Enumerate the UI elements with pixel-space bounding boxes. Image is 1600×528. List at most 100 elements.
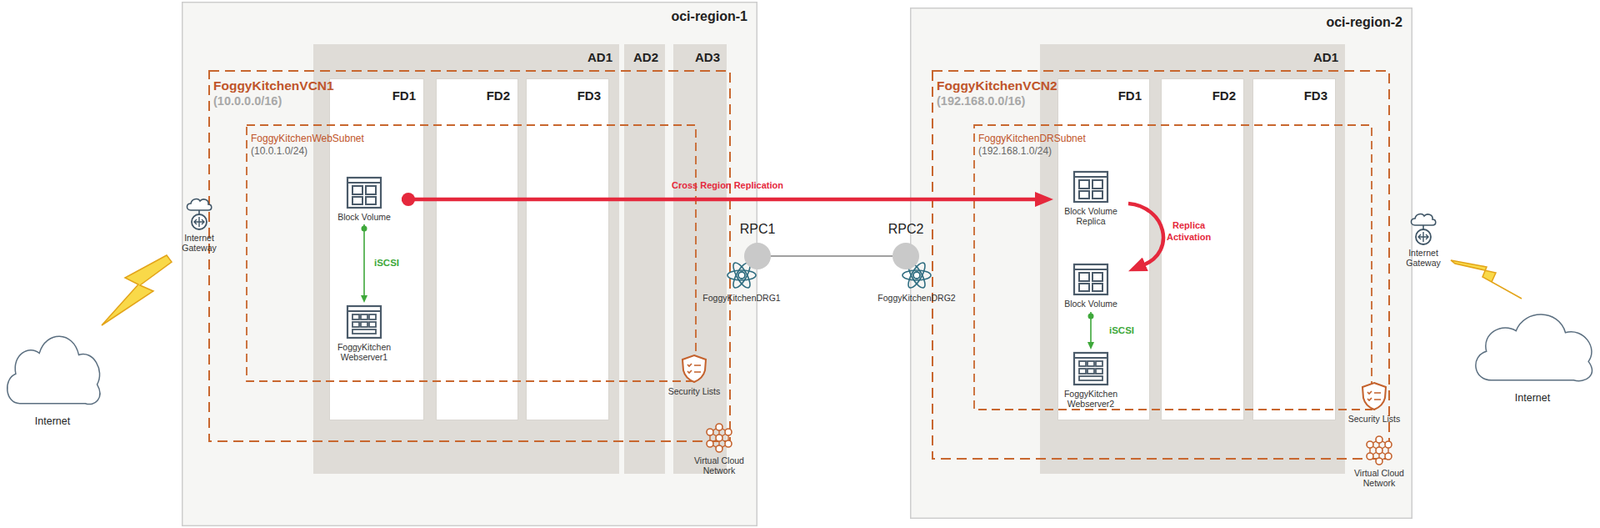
fault-domain: FD2	[1160, 78, 1245, 420]
ad-label: AD3	[695, 50, 720, 65]
region-title: oci-region-2	[1325, 15, 1403, 30]
internet-gateway: Internet Gateway	[1402, 210, 1445, 265]
webserver-icon	[1072, 350, 1110, 386]
icon-part	[1385, 440, 1392, 448]
ad-label: AD1	[587, 50, 613, 65]
icon-part	[352, 314, 360, 320]
icon-part	[1074, 356, 1108, 359]
icon-part	[1360, 380, 1388, 411]
heading-group: FoggyKitchenVCN2(192.168.0.0/16)	[936, 78, 1058, 109]
block-volume-icon	[345, 175, 383, 210]
cidr-block: (192.168.1.0/24)	[978, 145, 1086, 158]
icon-part	[369, 321, 376, 327]
icon-part	[352, 196, 363, 205]
icon-part	[345, 304, 383, 340]
icon-part	[194, 216, 205, 227]
vcn-icon: Virtual Cloud Network	[1347, 433, 1411, 495]
icon-part	[727, 270, 756, 280]
icon-part	[352, 185, 363, 195]
dashed-border	[246, 125, 696, 381]
node-label: Block Volume	[1064, 298, 1118, 309]
icon-part	[1079, 180, 1090, 189]
icon-part	[1079, 375, 1103, 380]
cidr-block: (10.0.1.0/24)	[250, 145, 365, 158]
subnet-name: FoggyKitchenDRSubnet	[978, 132, 1086, 145]
fault-domain: FD3	[525, 78, 610, 420]
vcn-box: FoggyKitchenVCN1(10.0.0.0/16)FoggyKitche…	[208, 70, 731, 442]
icon-part	[725, 440, 732, 447]
icon-part	[715, 445, 723, 452]
dashed-outline	[973, 124, 1373, 410]
icon-part	[1362, 435, 1396, 465]
icon-part	[1408, 211, 1439, 245]
icon-part	[725, 428, 732, 435]
icon-part	[1415, 229, 1431, 245]
dashed-outline	[245, 124, 697, 382]
start-dot	[361, 225, 368, 232]
start-dot	[1088, 313, 1095, 320]
block-volume: Block Volume Replica	[1053, 168, 1129, 227]
icon-part	[1095, 368, 1103, 374]
node-label: Internet Gateway	[1403, 247, 1444, 268]
icon-part	[1367, 390, 1381, 400]
icon-part	[347, 310, 381, 312]
icon-part	[1074, 264, 1108, 295]
icon-part	[352, 321, 360, 327]
icon-part	[680, 353, 708, 384]
edge-label: iSCSI	[374, 257, 400, 268]
subnet-name: FoggyKitchenWebSubnet	[250, 132, 365, 145]
icon-part	[191, 214, 207, 230]
dashed-border	[209, 70, 730, 441]
icon-part	[1385, 452, 1392, 460]
vcn-name: FoggyKitchenVCN1	[213, 78, 335, 94]
icon-part	[905, 260, 928, 290]
dashed-border	[932, 70, 1390, 459]
node-label: FoggyKitchen Webserver1	[330, 341, 398, 362]
cloud-outline	[1466, 301, 1599, 387]
vcn-box: FoggyKitchenVCN2(192.168.0.0/16)FoggyKit…	[931, 70, 1390, 460]
availability-domain: AD1FD1FD2FD3	[313, 44, 620, 474]
fd-label: FD2	[1212, 88, 1236, 103]
drg-router: FoggyKitchenDRG1	[700, 258, 784, 304]
fault-domain: FD2	[435, 78, 519, 420]
rpc-link	[770, 255, 893, 256]
icon-part	[1072, 350, 1110, 386]
icon-part	[369, 314, 376, 320]
icon-part	[345, 175, 383, 210]
icon-part	[347, 177, 381, 208]
rpc-circle: RPC1	[744, 242, 771, 270]
icon-part	[905, 260, 928, 290]
node-label: Virtual Cloud Network	[1348, 467, 1410, 488]
fd-label: FD2	[486, 88, 510, 103]
webserver-icon	[345, 304, 383, 340]
icon-part	[1362, 382, 1386, 410]
security-list: Security Lists	[1340, 379, 1408, 431]
icon-part	[1074, 352, 1108, 385]
icon-part	[715, 434, 723, 441]
internet-cloud: Internet	[1466, 301, 1599, 404]
icon-part	[1375, 446, 1383, 454]
icon-part	[365, 185, 376, 195]
icon-part	[1375, 435, 1383, 443]
icon-part	[360, 321, 368, 327]
icon-part	[1079, 360, 1086, 366]
ad-label: AD2	[633, 50, 659, 65]
start-dot	[401, 192, 415, 206]
rpc-label: RPC2	[888, 221, 925, 237]
icon-part	[913, 271, 920, 279]
icon-part	[184, 196, 215, 230]
fault-domain: FD3	[1252, 78, 1336, 420]
node-label: Block Volume Replica	[1057, 205, 1125, 226]
lightning-bolt	[101, 255, 172, 325]
icon-part	[1092, 180, 1103, 189]
edge-label: Replica Activation	[1162, 219, 1216, 243]
icon-part	[1366, 440, 1374, 448]
node-label: FoggyKitchenDRG1	[702, 292, 780, 303]
icon-part	[1092, 272, 1103, 281]
vcn-name: FoggyKitchenVCN2	[936, 78, 1058, 94]
heading-group: FoggyKitchenWebSubnet(10.0.1.0/24)	[250, 132, 365, 158]
region-box: oci-region-2AD1FD1FD2FD3FoggyKitchenVCN2…	[910, 7, 1413, 519]
icon-part	[1411, 214, 1436, 225]
icon-part	[706, 440, 714, 447]
